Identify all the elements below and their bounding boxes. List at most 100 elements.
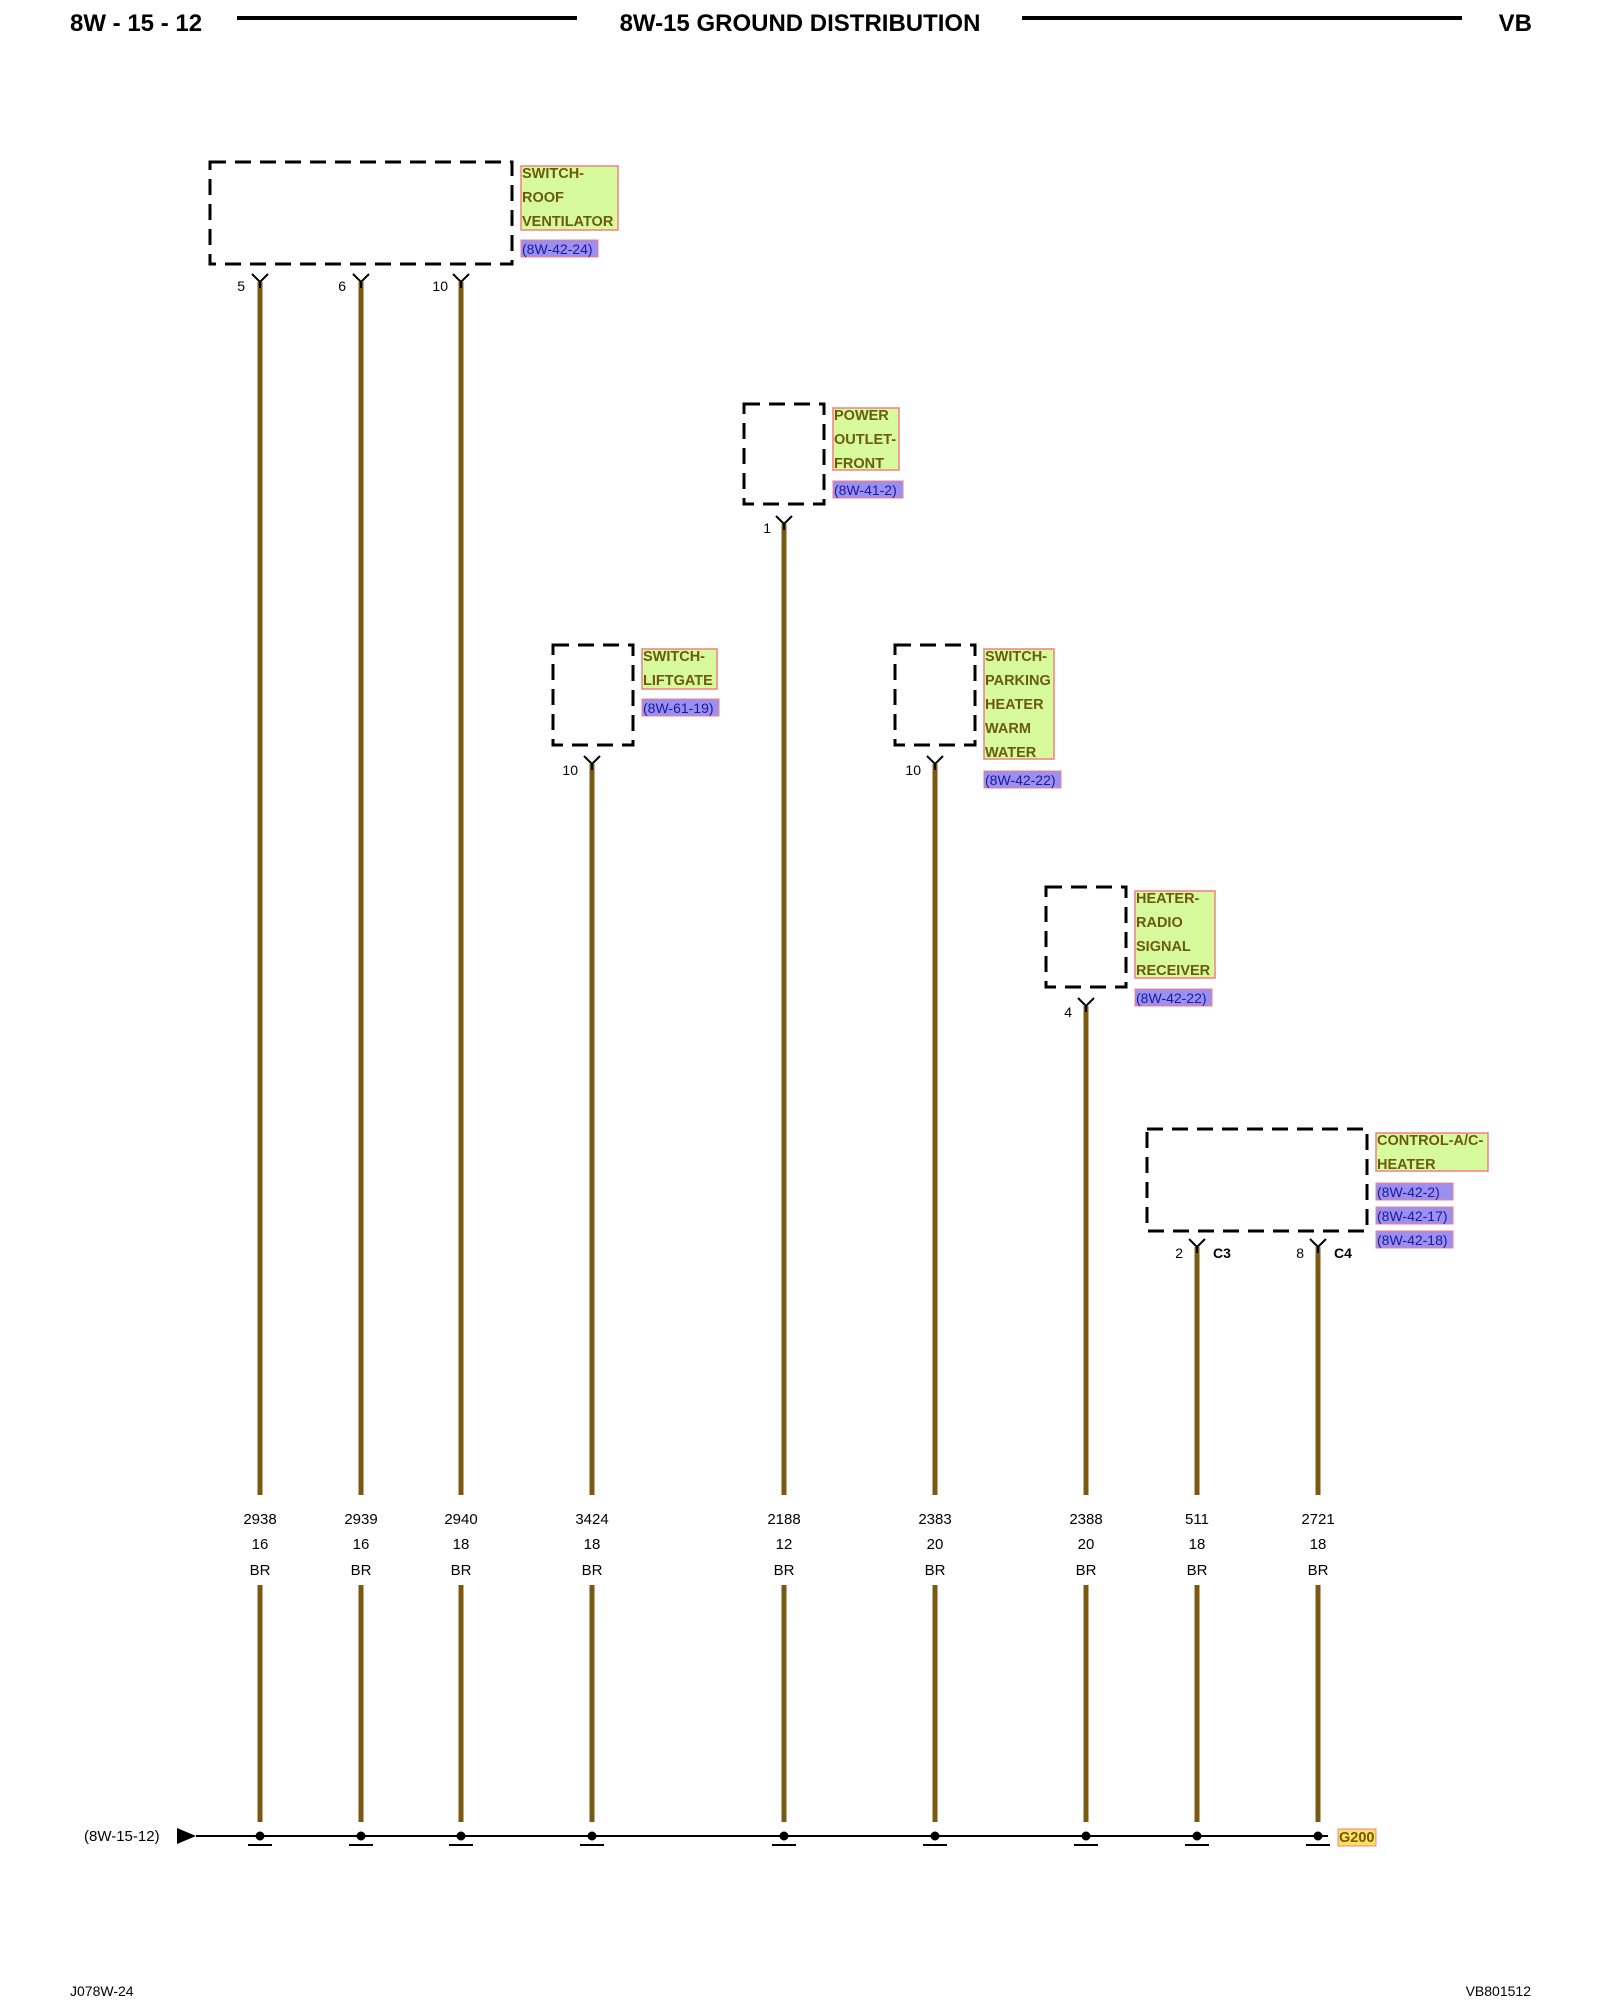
label-background (832, 407, 900, 471)
parking-heater-label-5: WATER (985, 745, 1037, 761)
radio-receiver-ref[interactable]: (8W-42-22) (1136, 990, 1207, 1006)
splice-points (248, 1831, 1330, 1846)
connector-y-icon (1077, 997, 1095, 1012)
circuit-number: 2940 (444, 1511, 477, 1528)
wire-gauge: 20 (1078, 1536, 1095, 1553)
ac-heater-ref-3[interactable]: (8W-42-18) (1377, 1232, 1448, 1248)
arrow-right-icon (177, 1828, 196, 1844)
connector-y-icon (583, 755, 601, 770)
power-outlet-label-1: POWER (834, 408, 889, 424)
splice-dot-icon (356, 1831, 366, 1841)
footer-right-code: VB801512 (1466, 1983, 1532, 1999)
liftgate-switch-box (551, 643, 635, 747)
power-outlet-label-3: FRONT (834, 456, 884, 472)
roof-ventilator-ref[interactable]: (8W-42-24) (522, 241, 593, 257)
ground-label-background (1337, 1828, 1377, 1847)
pin-number: 8 (1296, 1245, 1304, 1261)
wire-labels: 2938 16 BR 2939 16 BR 2940 18 BR 3424 18… (243, 1511, 1334, 1579)
roof-ventilator-switch-box (208, 160, 514, 266)
ac-heater-ref-2[interactable]: (8W-42-17) (1377, 1208, 1448, 1224)
radio-receiver-label-4: RECEIVER (1136, 963, 1211, 979)
radio-receiver-label-3: SIGNAL (1136, 939, 1191, 955)
wire-color: BR (1308, 1562, 1329, 1579)
pin-number: 1 (763, 520, 771, 536)
wires (257, 282, 1321, 1822)
roof-ventilator-label-3: VENTILATOR (522, 214, 614, 230)
header: 8W - 15 - 12 8W-15 GROUND DISTRIBUTION V… (70, 10, 1532, 37)
splice-dot-icon (587, 1831, 597, 1841)
wire-gauge: 18 (1310, 1536, 1327, 1553)
circuit-number: 2939 (344, 1511, 377, 1528)
ac-heater-control-box (1145, 1127, 1369, 1233)
wire-color: BR (925, 1562, 946, 1579)
pin-number: 10 (432, 278, 448, 294)
heater-radio-receiver-box (1044, 885, 1128, 989)
wire-color: BR (774, 1562, 795, 1579)
parking-heater-ref[interactable]: (8W-42-22) (985, 772, 1056, 788)
power-outlet-ref[interactable]: (8W-41-2) (834, 482, 897, 498)
liftgate-ref[interactable]: (8W-61-19) (643, 700, 714, 716)
wire-color: BR (351, 1562, 372, 1579)
connector-y-icon (775, 515, 793, 530)
circuit-number: 2188 (767, 1511, 800, 1528)
footer: J078W-24 VB801512 (70, 1983, 1531, 1999)
component-boxes (208, 160, 1369, 1233)
ref-background (520, 239, 599, 258)
connector-id: C4 (1334, 1245, 1352, 1261)
pin-number: 6 (338, 278, 346, 294)
radio-receiver-label-2: RADIO (1136, 915, 1183, 931)
roof-ventilator-label-2: ROOF (522, 190, 564, 206)
ref-background (641, 698, 720, 717)
circuit-number: 511 (1185, 1511, 1209, 1528)
wire-color: BR (1187, 1562, 1208, 1579)
wire-gauge: 18 (584, 1536, 601, 1553)
wire-gauge: 18 (453, 1536, 470, 1553)
splice-dot-icon (1081, 1831, 1091, 1841)
parking-heater-label-2: PARKING (985, 673, 1051, 689)
parking-heater-label-4: WARM (985, 721, 1031, 737)
splice-dot-icon (456, 1831, 466, 1841)
wire-gauge: 20 (927, 1536, 944, 1553)
ac-heater-ref-1[interactable]: (8W-42-2) (1377, 1184, 1440, 1200)
ref-background (1375, 1206, 1454, 1225)
pin-number: 10 (905, 762, 921, 778)
circuit-number: 2388 (1069, 1511, 1102, 1528)
connector-y-icon (926, 755, 944, 770)
ground-label[interactable]: G200 (1339, 1830, 1374, 1846)
ref-background (1375, 1230, 1454, 1249)
parking-heater-label-1: SWITCH- (985, 649, 1047, 665)
connector-y-icon (352, 273, 370, 288)
liftgate-label-1: SWITCH- (643, 649, 705, 665)
header-code: VB (1499, 10, 1532, 37)
wire-color: BR (451, 1562, 472, 1579)
radio-receiver-label-1: HEATER- (1136, 891, 1200, 907)
ground-from-ref[interactable]: (8W-15-12) (84, 1828, 160, 1845)
wire-gauge: 12 (776, 1536, 793, 1553)
ac-heater-label-1: CONTROL-A/C- (1377, 1133, 1483, 1149)
ground-bus: (8W-15-12) G200 (84, 1828, 1377, 1847)
label-background (1375, 1132, 1489, 1172)
circuit-number: 3424 (575, 1511, 608, 1528)
page-number: 8W - 15 - 12 (70, 10, 202, 37)
label-background (520, 165, 619, 231)
pin-number: 4 (1064, 1004, 1072, 1020)
wire-color: BR (582, 1562, 603, 1579)
circuit-number: 2383 (918, 1511, 951, 1528)
component-labels: SWITCH- ROOF VENTILATOR (8W-42-24) POWER… (520, 165, 1489, 1249)
pin-number: 5 (237, 278, 245, 294)
pin-numbers: 5 6 10 10 1 10 4 2 C3 8 C4 (237, 278, 1352, 1261)
splice-dot-icon (779, 1831, 789, 1841)
footer-left-code: J078W-24 (70, 1983, 134, 1999)
ac-heater-label-2: HEATER (1377, 1157, 1436, 1173)
ref-background (1375, 1182, 1454, 1201)
ref-background (983, 770, 1062, 789)
splice-dot-icon (1313, 1831, 1323, 1841)
ref-background (832, 480, 904, 499)
splice-dot-icon (930, 1831, 940, 1841)
splice-dot-icon (255, 1831, 265, 1841)
parking-heater-label-3: HEATER (985, 697, 1044, 713)
power-outlet-front-box (742, 402, 826, 506)
connector-y-icon (452, 273, 470, 288)
splice-dot-icon (1192, 1831, 1202, 1841)
